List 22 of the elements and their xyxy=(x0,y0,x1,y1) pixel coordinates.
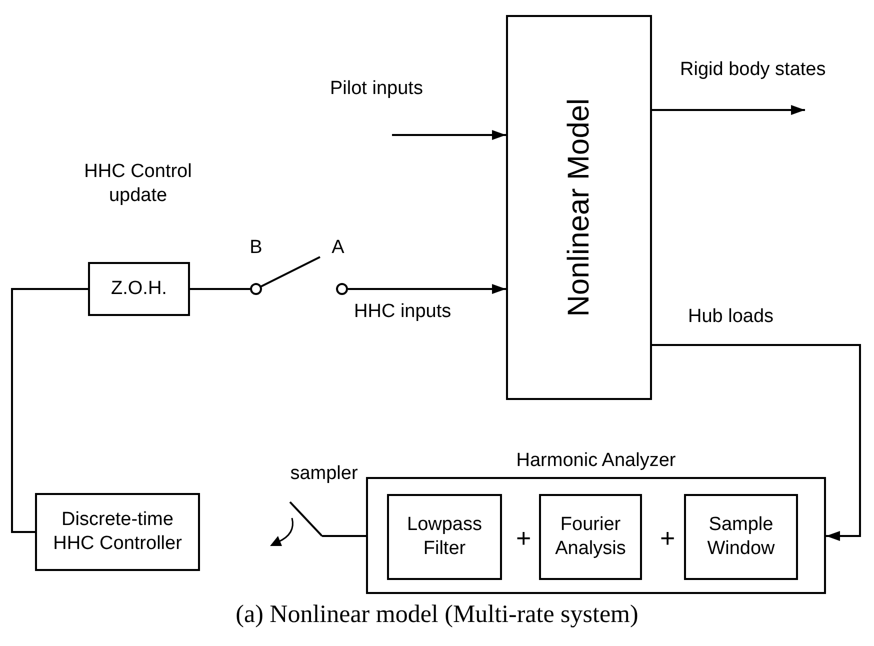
block: Fourier Analysis xyxy=(539,494,642,580)
connector-line xyxy=(322,535,366,537)
connector-line xyxy=(348,284,506,294)
node-caption: A xyxy=(330,236,346,260)
connector-line xyxy=(652,344,861,541)
block-title: Nonlinear Model xyxy=(562,98,596,317)
connector-line xyxy=(392,130,506,140)
block: Z.O.H. xyxy=(88,262,190,316)
model-block xyxy=(506,15,652,400)
node-caption: B xyxy=(248,236,264,260)
block: Lowpass Filter xyxy=(387,494,502,580)
block: Sample Window xyxy=(684,494,798,580)
group-heading: Harmonic Analyzer xyxy=(515,449,677,473)
block: Discrete-time HHC Controller xyxy=(35,493,200,571)
node-caption: sampler xyxy=(289,462,359,486)
connector-line xyxy=(652,105,805,115)
node-caption: HHC Control update xyxy=(83,160,193,208)
connector-line xyxy=(11,288,88,533)
connector-line xyxy=(190,288,250,290)
sum-sign: + xyxy=(660,525,676,551)
caption: (a) Nonlinear model (Multi-rate system) xyxy=(234,600,640,630)
sum-sign: + xyxy=(516,525,532,551)
